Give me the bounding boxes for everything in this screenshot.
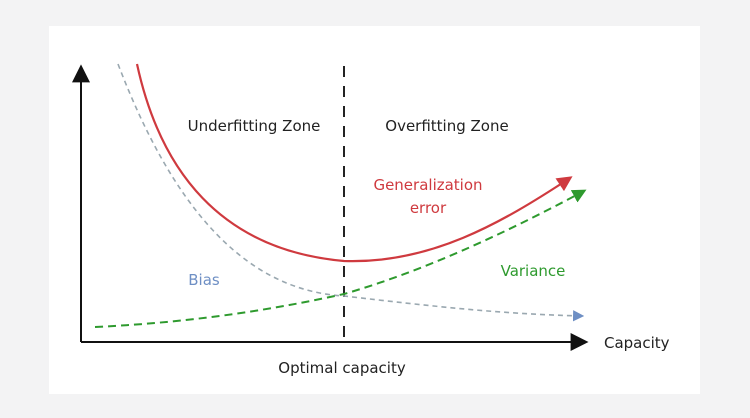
overfitting-zone-label: Overfitting Zone [385,117,508,135]
variance-curve [94,189,587,328]
capacity-axis-label: Capacity [604,334,670,352]
underfitting-zone-label: Underfitting Zone [188,117,321,135]
generalization-error-label-line2: error [410,199,447,217]
diagram-panel [49,26,700,394]
generalization-error-label-line1: Generalization [373,176,482,194]
bias-curve [117,63,585,322]
variance-label: Variance [501,262,566,280]
bias-label: Bias [188,271,220,289]
optimal-capacity-label: Optimal capacity [278,359,406,377]
generalization-error-curve [135,63,573,263]
